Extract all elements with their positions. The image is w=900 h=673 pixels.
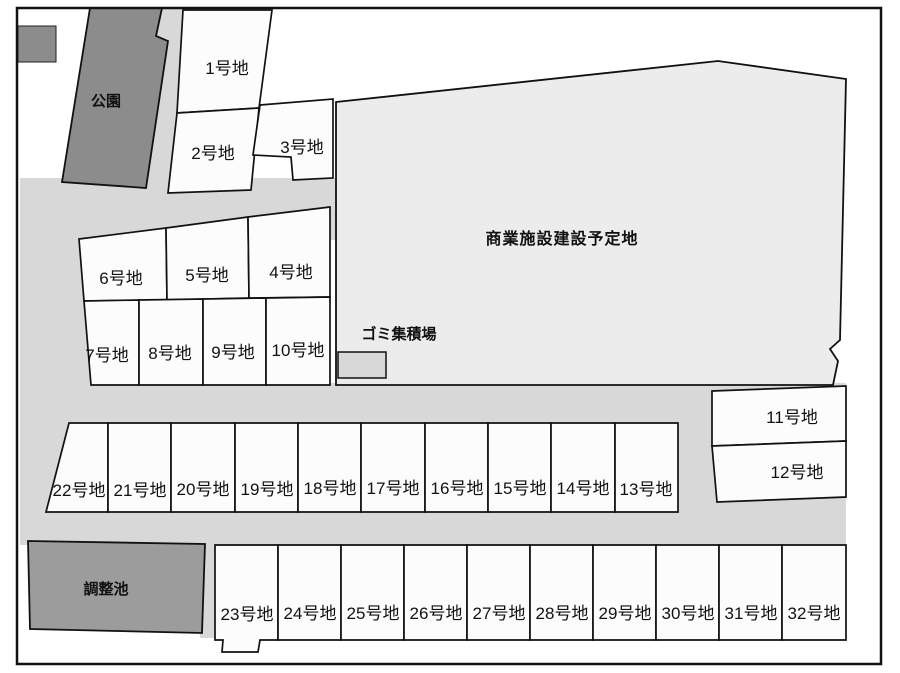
lot-12-shape: [711, 440, 847, 503]
lot-13-label: 13号地: [620, 480, 673, 499]
lot-19-label: 19号地: [241, 480, 294, 499]
lot-24-shape: [277, 544, 342, 641]
lot-3-shape: [252, 98, 334, 181]
pond-shape: [27, 540, 206, 634]
lot-23-shape: [214, 544, 279, 653]
corner-marker: [17, 25, 57, 63]
lot-10-label: 10号地: [272, 341, 325, 360]
lot-7-label: 7号地: [85, 346, 128, 365]
commercial-site-shape: [335, 60, 847, 386]
lot-8-shape: [138, 298, 204, 386]
lot-6-shape: [78, 227, 168, 302]
lot-30-label: 30号地: [662, 604, 715, 623]
lot-4-label: 4号地: [269, 263, 312, 282]
lot-9-label: 9号地: [211, 343, 254, 362]
lot-3-label: 3号地: [280, 138, 323, 157]
lot-11-label: 11号地: [766, 408, 818, 427]
lot-25-shape: [340, 544, 405, 641]
lot-13-shape: [614, 422, 679, 513]
lot-23-label: 23号地: [221, 605, 274, 624]
lot-32-shape: [781, 544, 847, 641]
lot-10-shape: [265, 296, 331, 386]
lot-27-label: 27号地: [473, 604, 526, 623]
commercial-label: 商業施設建設予定地: [485, 229, 638, 248]
lot-8-label: 8号地: [148, 344, 191, 363]
lot-27-shape: [466, 544, 531, 641]
lot-28-shape: [529, 544, 594, 641]
lot-24-label: 24号地: [284, 604, 337, 623]
lot-30-shape: [655, 544, 720, 641]
lot-2-label: 2号地: [191, 144, 234, 163]
lot-12-label: 12号地: [771, 463, 824, 482]
garbage-label: ゴミ集積場: [361, 325, 436, 343]
lot-16-shape: [424, 422, 489, 513]
lot-26-label: 26号地: [410, 604, 463, 623]
lot-18-label: 18号地: [304, 479, 357, 498]
lot-6-label: 6号地: [99, 269, 142, 288]
lot-21-label: 21号地: [114, 481, 167, 500]
lot-14-label: 14号地: [557, 479, 610, 498]
lot-2-shape: [167, 107, 260, 194]
lot-26-shape: [403, 544, 468, 641]
lot-15-label: 15号地: [494, 479, 547, 498]
lot-5-shape: [165, 216, 250, 301]
lot-22-label: 22号地: [53, 481, 106, 500]
lot-32-label: 32号地: [788, 604, 841, 623]
lot-4-shape: [247, 206, 331, 299]
park-label: 公園: [91, 93, 121, 110]
lot-1-label: 1号地: [205, 59, 248, 78]
lot-5-label: 5号地: [185, 266, 228, 285]
lot-16-label: 16号地: [431, 479, 484, 498]
lot-29-shape: [592, 544, 657, 641]
site-boundary: [15, 6, 883, 666]
lot-29-label: 29号地: [599, 604, 652, 623]
lot-31-shape: [718, 544, 783, 641]
lot-18-shape: [297, 422, 362, 513]
garbage-station-shape: [337, 351, 387, 379]
lot-17-label: 17号地: [367, 479, 420, 498]
lot-15-shape: [487, 422, 552, 513]
lot-31-label: 31号地: [725, 604, 778, 623]
lot-9-shape: [202, 297, 267, 386]
lot-20-label: 20号地: [177, 480, 230, 499]
pond-label: 調整池: [83, 580, 128, 598]
lot-25-label: 25号地: [347, 604, 400, 623]
lot-28-label: 28号地: [536, 604, 589, 623]
lot-14-shape: [550, 422, 616, 513]
lot-17-shape: [360, 422, 426, 513]
lot-7-shape: [83, 299, 140, 386]
